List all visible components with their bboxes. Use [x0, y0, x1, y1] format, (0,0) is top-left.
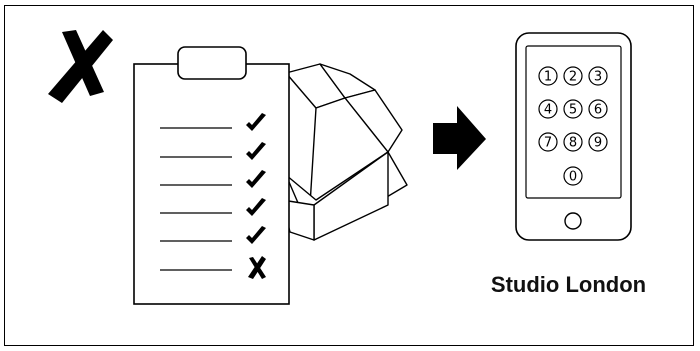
right-arrow-icon	[433, 106, 486, 170]
keypad-digit: 5	[569, 103, 577, 118]
keypad-key-5: 5	[563, 99, 583, 119]
keypad-key-1: 1	[538, 66, 558, 86]
check-mark-icon	[246, 198, 266, 216]
keypad-key-4: 4	[538, 99, 558, 119]
keypad-digit: 4	[544, 103, 552, 118]
clipboard-icon	[133, 46, 290, 305]
check-mark-icon	[246, 113, 266, 131]
check-mark-icon	[246, 142, 266, 160]
keypad-key-9: 9	[588, 132, 608, 152]
open-box-icon	[281, 63, 408, 241]
keypad-key-2: 2	[563, 66, 583, 86]
check-mark-icon	[246, 170, 266, 188]
keypad-digit: 6	[594, 103, 602, 118]
keypad-key-3: 3	[588, 66, 608, 86]
keypad-key-7: 7	[538, 132, 558, 152]
checklist-marks	[246, 113, 266, 279]
keypad-digit: 2	[569, 70, 577, 85]
keypad-digit: 3	[594, 70, 602, 85]
keypad-digit: 7	[544, 136, 552, 151]
keypad-key-8: 8	[563, 132, 583, 152]
keypad-key-6: 6	[588, 99, 608, 119]
keypad-digit: 1	[544, 70, 552, 85]
keypad-digit: 0	[569, 170, 577, 185]
studio-caption: Studio London	[490, 272, 647, 297]
cross-item-icon	[248, 256, 266, 279]
check-mark-icon	[246, 226, 266, 244]
keypad-digit: 9	[594, 136, 602, 151]
keypad-key-0: 0	[563, 166, 583, 186]
cross-mark-icon	[48, 30, 113, 103]
keypad: 1 2 3 4 5 6 7 8 9 0	[538, 66, 608, 186]
keypad-digit: 8	[569, 136, 577, 151]
